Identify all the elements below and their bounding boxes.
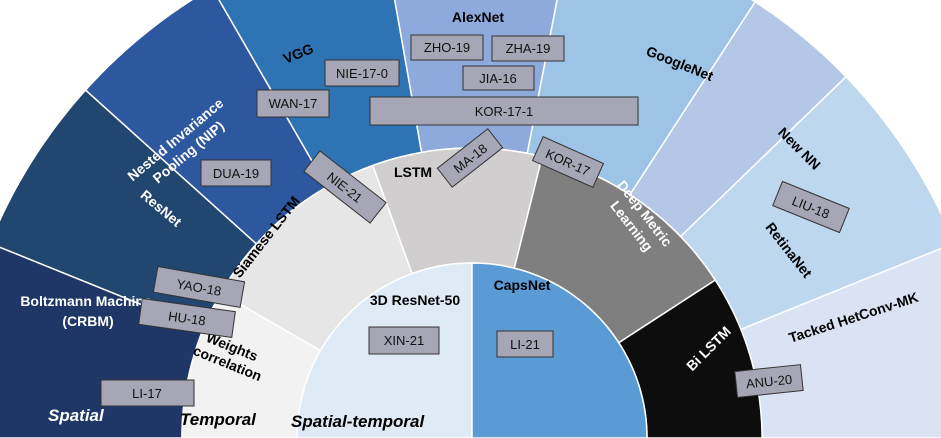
paper-hu18-label: HU-18 — [167, 308, 206, 328]
paper-li17-label: LI-17 — [132, 386, 162, 401]
wedge-capsnet — [471, 262, 648, 438]
paper-yao18: YAO-18 — [152, 265, 246, 309]
paper-li17: LI-17 — [100, 379, 195, 407]
paper-xin21-label: XIN-21 — [384, 333, 424, 348]
group-label-spatial: Spatial — [48, 406, 105, 425]
paper-wan17: WAN-17 — [256, 89, 330, 118]
label-resnet3d: 3D ResNet-50 — [370, 292, 460, 308]
paper-nie170: NIE-17-0 — [324, 59, 400, 87]
paper-zho19-label: ZHO-19 — [424, 40, 470, 55]
label-boltzmann-line2: (CRBM) — [62, 313, 113, 329]
label-capsnet: CapsNet — [494, 277, 551, 293]
paper-kor171-label: KOR-17-1 — [475, 104, 534, 119]
group-labels: Spatial Temporal Spatial-temporal — [48, 406, 425, 431]
label-boltzmann-line1: Boltzmann Machine — [20, 293, 152, 309]
paper-li21-label: LI-21 — [510, 337, 540, 352]
paper-anu20: ANU-20 — [734, 364, 804, 398]
paper-jia16: JIA-16 — [462, 65, 535, 91]
paper-boxes: ZHO-19 ZHA-19 JIA-16 KOR-17-1 NIE-17-0 W… — [100, 34, 850, 407]
group-label-temporal: Temporal — [180, 410, 257, 429]
paper-hu18: HU-18 — [138, 298, 236, 338]
paper-li21: LI-21 — [496, 330, 554, 358]
paper-anu20-label: ANU-20 — [745, 372, 793, 392]
label-alexnet: AlexNet — [452, 9, 504, 25]
group-label-spatial-temporal: Spatial-temporal — [291, 412, 425, 431]
paper-zha19: ZHA-19 — [491, 35, 565, 62]
paper-zho19: ZHO-19 — [410, 34, 484, 61]
paper-dua19: DUA-19 — [200, 159, 272, 187]
paper-zha19-label: ZHA-19 — [506, 41, 551, 56]
label-lstm: LSTM — [394, 164, 432, 180]
paper-xin21: XIN-21 — [368, 326, 440, 355]
paper-dua19-label: DUA-19 — [213, 166, 259, 181]
paper-wan17-label: WAN-17 — [269, 96, 318, 111]
label-boltzmann: Boltzmann Machine (CRBM) — [20, 293, 155, 329]
paper-jia16-label: JIA-16 — [479, 71, 517, 86]
paper-nie170-label: NIE-17-0 — [336, 66, 388, 81]
paper-kor171: KOR-17-1 — [369, 96, 639, 126]
